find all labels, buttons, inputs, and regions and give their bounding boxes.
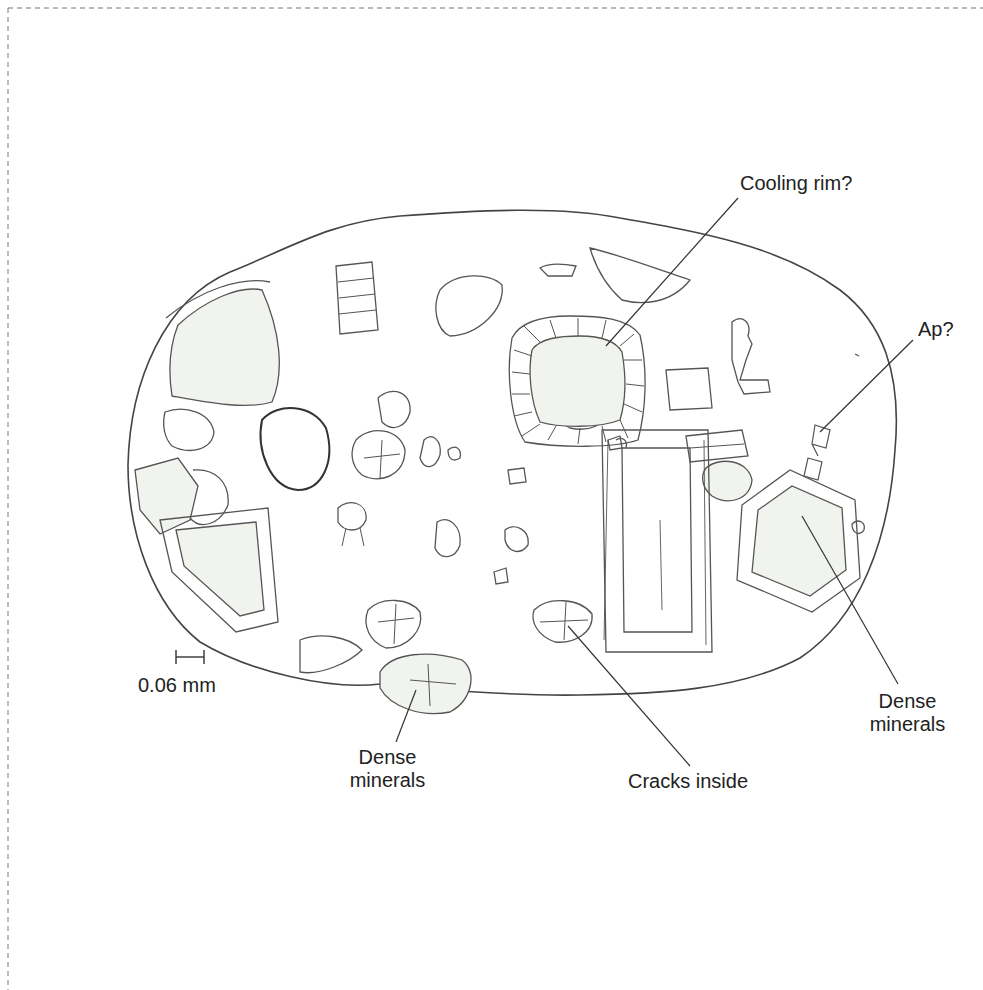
sketch-stroke: [366, 600, 421, 648]
frame: [8, 8, 983, 990]
sketch-stroke: [396, 690, 416, 742]
sketch-stroke: [378, 604, 414, 644]
leader-lines: [396, 198, 913, 766]
scale-bar: [176, 650, 204, 664]
sketch-stroke: [128, 210, 896, 695]
sketch-stroke: [261, 408, 330, 490]
sketch-stroke: [436, 276, 502, 336]
sketch-stroke: [342, 528, 364, 546]
sketch-stroke: [338, 503, 366, 530]
sketch-stroke: [686, 430, 748, 462]
sketch-stroke: [602, 430, 712, 652]
sketch-stroke: [820, 340, 913, 432]
sketch-stroke: [135, 458, 198, 534]
sketch-stroke: [203, 650, 204, 664]
sketch-stroke: [8, 8, 983, 9]
sketch-stroke: [8, 8, 9, 990]
sketch-stroke: [690, 444, 744, 448]
sketch-stroke: [855, 354, 859, 356]
sketch-stroke: [336, 262, 378, 334]
sketch-stroke: [606, 198, 738, 346]
sketch-stroke: [410, 664, 456, 706]
sketch-stroke: [540, 602, 588, 640]
sketch-stroke: [752, 486, 846, 596]
sketch-stroke: [380, 654, 471, 713]
mineral-grains: [135, 248, 864, 714]
sketch-stroke: [732, 319, 770, 394]
sketch-stroke: [176, 522, 264, 616]
sketch-stroke: [338, 278, 376, 314]
sketch-stroke: [176, 656, 204, 657]
sketch-stroke: [170, 289, 279, 405]
sketch-stroke: [604, 440, 706, 645]
sketch-stroke: [448, 447, 460, 460]
sketch-stroke: [160, 508, 278, 632]
sketch-stroke: [300, 636, 362, 673]
annotation-label: Dense minerals: [850, 690, 965, 736]
sketch-stroke: [533, 601, 592, 643]
sketch-stroke: [540, 264, 576, 276]
sketch-stroke: [703, 461, 752, 501]
sketch-stroke: [590, 248, 690, 303]
sketch-stroke: [512, 318, 644, 444]
sketch-stroke: [568, 626, 690, 766]
sketch-stroke: [164, 409, 214, 450]
annotation-label: Ap?: [918, 318, 973, 341]
sketch-stroke: [666, 368, 712, 410]
sketch-stroke: [420, 437, 440, 467]
annotation-label: 0.06 mm: [138, 674, 248, 697]
sketch-stroke: [494, 568, 508, 584]
annotation-label: Cooling rim?: [740, 172, 910, 195]
annotation-label: Dense minerals: [330, 746, 445, 792]
sketch-stroke: [737, 470, 860, 612]
sketch-stroke: [852, 521, 864, 533]
sketch-stroke: [435, 520, 460, 557]
sketch-stroke: [802, 516, 898, 684]
sketch-stroke: [505, 527, 528, 552]
sketch-stroke: [364, 440, 400, 478]
sketch-stroke: [378, 391, 410, 427]
sketch-stroke: [804, 425, 830, 480]
sketch-stroke: [509, 316, 645, 446]
sketch-stroke: [622, 448, 692, 632]
sketch-stroke: [530, 336, 625, 426]
sketch-stroke: [508, 468, 526, 484]
annotation-label: Cracks inside: [628, 770, 778, 793]
sketch-stroke: [352, 431, 405, 479]
grain-outline: [128, 210, 896, 695]
sketch-stroke: [166, 281, 270, 318]
sketch-stroke: [175, 650, 176, 664]
